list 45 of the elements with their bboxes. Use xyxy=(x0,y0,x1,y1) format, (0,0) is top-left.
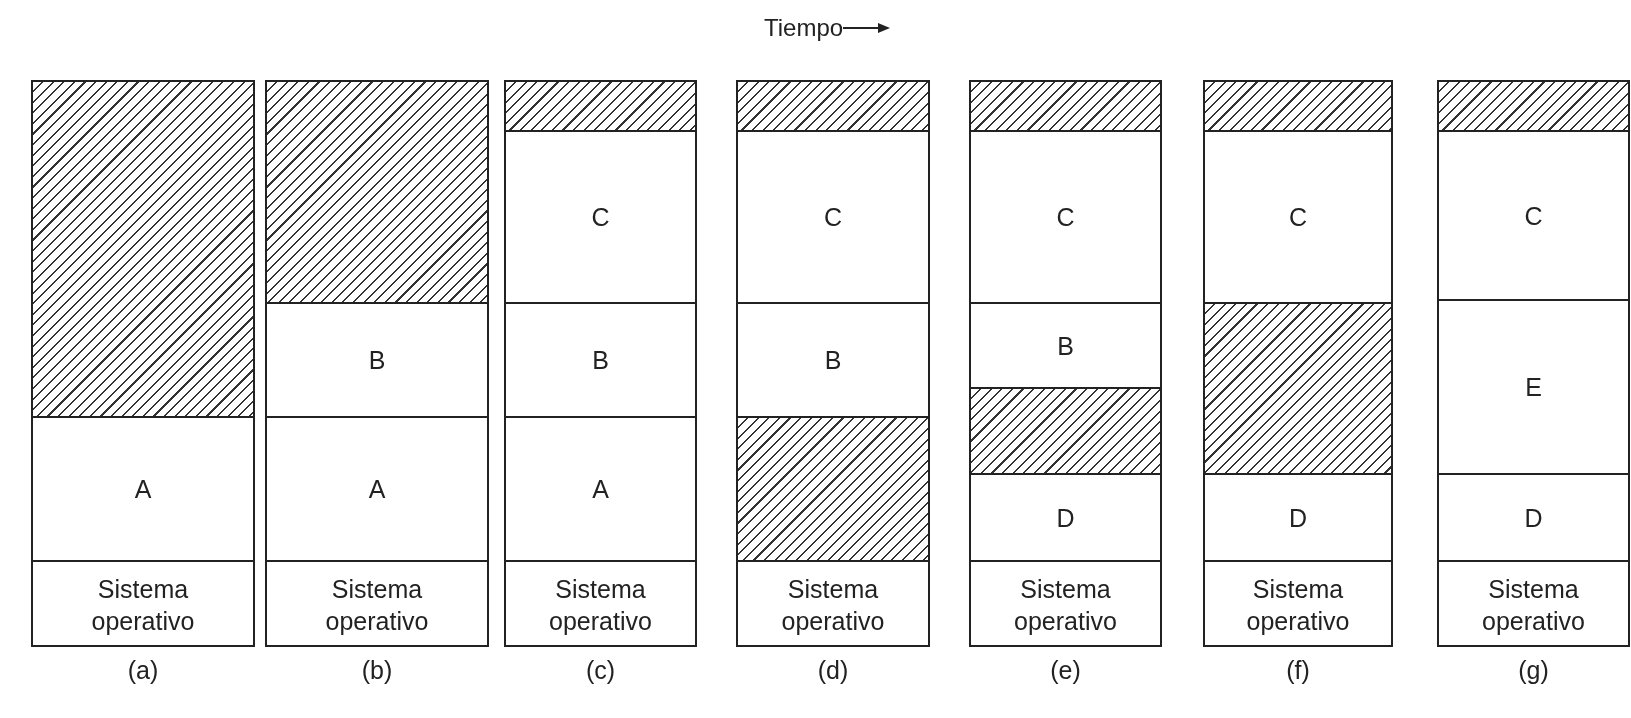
free-memory-segment xyxy=(738,416,928,562)
memory-column xyxy=(31,80,255,647)
panel-caption: (f) xyxy=(1285,656,1311,685)
memory-segment: Sistema operativo xyxy=(1205,560,1391,649)
memory-column xyxy=(736,80,930,647)
panel-caption: (a) xyxy=(126,656,160,685)
memory-segment: A xyxy=(506,416,695,562)
memory-segment: Sistema operativo xyxy=(738,560,928,649)
memory-segment: Sistema operativo xyxy=(971,560,1160,649)
memory-segment: Sistema operativo xyxy=(33,560,253,649)
memory-segment: Sistema operativo xyxy=(267,560,487,649)
memory-column xyxy=(504,80,697,647)
memory-segment: B xyxy=(267,302,487,418)
panel-caption: (g) xyxy=(1517,656,1550,685)
panel-caption: (d) xyxy=(816,656,850,685)
memory-segment: Sistema operativo xyxy=(506,560,695,649)
memory-segment: D xyxy=(1439,473,1628,562)
free-memory-segment xyxy=(971,82,1160,132)
memory-segment: C xyxy=(971,130,1160,304)
free-memory-segment xyxy=(1205,82,1391,132)
free-memory-segment xyxy=(1205,302,1391,475)
memory-segment: D xyxy=(971,473,1160,562)
memory-segment: E xyxy=(1439,299,1628,475)
memory-segment: C xyxy=(738,130,928,304)
free-memory-segment xyxy=(267,82,487,304)
memory-segment: B xyxy=(506,302,695,418)
free-memory-segment xyxy=(738,82,928,132)
memory-column xyxy=(1437,80,1630,647)
panel-caption: (c) xyxy=(584,656,617,685)
memory-segment: A xyxy=(33,416,253,562)
free-memory-segment xyxy=(971,387,1160,475)
free-memory-segment xyxy=(33,82,253,418)
memory-segment: Sistema operativo xyxy=(1439,560,1628,649)
free-memory-segment xyxy=(506,82,695,132)
memory-column xyxy=(969,80,1162,647)
panel-caption: (b) xyxy=(360,656,394,685)
memory-segment: A xyxy=(267,416,487,562)
memory-column xyxy=(265,80,489,647)
panel-caption: (e) xyxy=(1049,656,1082,685)
memory-segment: C xyxy=(1439,130,1628,301)
free-memory-segment xyxy=(1439,82,1628,132)
memory-segment: C xyxy=(506,130,695,304)
memory-column xyxy=(1203,80,1393,647)
memory-segment: D xyxy=(1205,473,1391,562)
time-label: Tiempo xyxy=(764,14,844,42)
